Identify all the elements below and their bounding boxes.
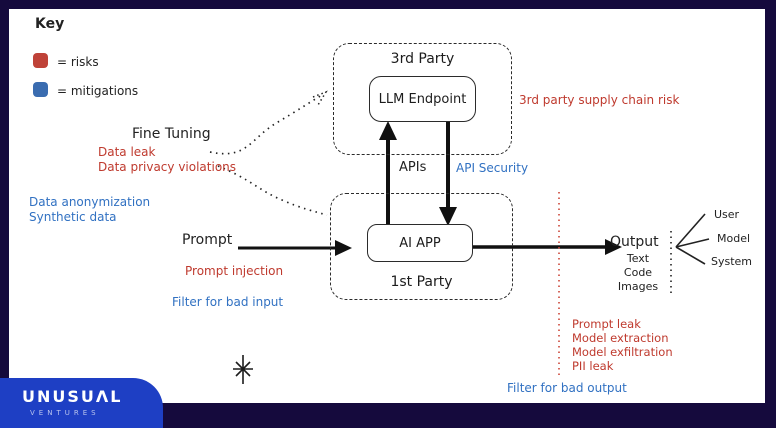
prompt-label: Prompt: [182, 232, 233, 248]
third-party-label: 3rd Party: [390, 51, 455, 67]
output-arrow: [473, 239, 622, 255]
mitigation-filter-bad-input: Filter for bad input: [172, 295, 284, 309]
output-format-text: Text: [626, 252, 650, 265]
risk-swatch: [33, 53, 48, 68]
destination-system: System: [711, 255, 753, 268]
output-label: Output: [610, 234, 659, 250]
key-risks-label: = risks: [57, 55, 99, 69]
risk-data-leak: Data leak: [98, 145, 156, 159]
llm-endpoint-label: LLM Endpoint: [378, 91, 467, 107]
llm-to-ai-app-arrow: [439, 122, 457, 226]
apis-label: APIs: [399, 160, 427, 175]
risk-prompt-injection: Prompt injection: [185, 264, 284, 278]
prompt-arrow: [238, 240, 352, 256]
output-risks: Prompt leak Model extraction Model exfil…: [572, 317, 673, 373]
mitigation-filter-bad-output: Filter for bad output: [507, 381, 627, 395]
fine-tuning-label: Fine Tuning: [132, 126, 211, 142]
destination-user: User: [714, 208, 740, 221]
mitigation-data-anonymization: Data anonymization: [29, 195, 151, 209]
risk-model-exfiltration: Model exfiltration: [572, 345, 673, 359]
risk-pii-leak: PII leak: [572, 359, 614, 373]
logo-sub: VENTURES: [30, 409, 100, 417]
output-fan-lines: [675, 213, 710, 265]
output-formats: Text Code Images: [606, 252, 670, 294]
unusual-ventures-logo: UNUSUΛL VENTURES: [0, 378, 163, 428]
mitigation-synthetic-data: Synthetic data: [29, 210, 117, 224]
first-party-box: 1st Party: [330, 193, 513, 300]
output-format-images: Images: [617, 280, 659, 293]
llm-endpoint-box: LLM Endpoint: [369, 76, 476, 122]
sparkle-icon: [233, 355, 253, 384]
mitigation-api-security: API Security: [456, 161, 529, 175]
risk-data-privacy-violations: Data privacy violations: [98, 160, 237, 174]
fine-tuning-to-1st-party-arrow: [217, 165, 328, 216]
ai-app-to-llm-arrow: [379, 121, 397, 225]
fine-tuning-to-3rd-party-arrow: [209, 90, 328, 155]
risk-prompt-leak: Prompt leak: [572, 317, 641, 331]
mitigation-swatch: [33, 82, 48, 97]
ai-app-label: AI APP: [399, 235, 441, 251]
logo-name: UNUSUΛL: [22, 387, 123, 406]
third-party-box: 3rd Party: [333, 43, 512, 155]
ai-app-box: AI APP: [367, 224, 473, 262]
key-mitigations-label: = mitigations: [57, 84, 139, 98]
key-title: Key: [35, 16, 65, 32]
output-format-code: Code: [623, 266, 653, 279]
first-party-label: 1st Party: [390, 274, 453, 290]
destination-model: Model: [717, 232, 751, 245]
risk-model-extraction: Model extraction: [572, 331, 669, 345]
risk-supply-chain: 3rd party supply chain risk: [519, 93, 680, 107]
